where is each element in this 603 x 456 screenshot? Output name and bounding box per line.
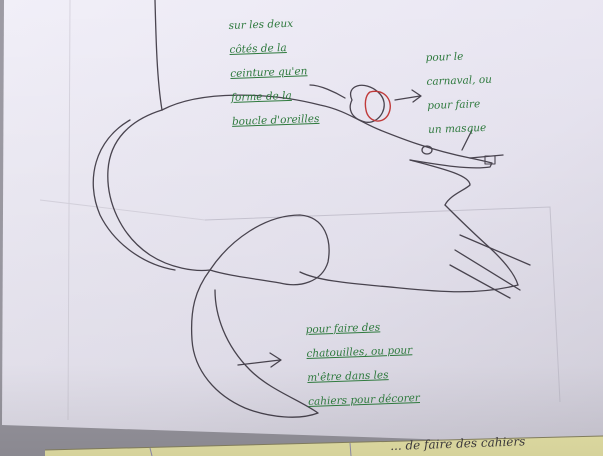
ears-line-2: côtés de la (229, 41, 317, 56)
tail-line-3: m'être dans les (307, 368, 419, 384)
ears-annotation: sur les deux côtés de la ceinture qu'en … (228, 5, 320, 140)
tail-line-1: pour faire des (305, 320, 417, 336)
nose-line-1: pour le (425, 50, 491, 64)
ears-line-4: forme de la (231, 89, 319, 104)
ears-line-3: ceinture qu'en (230, 65, 318, 80)
tail-line-2: chatouilles, ou pour (306, 344, 418, 360)
tail-annotation: pour faire des chatouilles, ou pour m'êt… (305, 308, 420, 420)
nose-line-4: un masque (428, 122, 494, 136)
ears-line-5: boucle d'oreilles (232, 113, 320, 128)
ears-line-1: sur les deux (228, 17, 316, 32)
tail-line-4: cahiers pour décorer (308, 392, 420, 408)
nose-line-2: carnaval, ou (426, 74, 492, 88)
nose-line-3: pour faire (427, 98, 493, 112)
nose-annotation: pour le carnaval, ou pour faire un masqu… (425, 38, 494, 148)
